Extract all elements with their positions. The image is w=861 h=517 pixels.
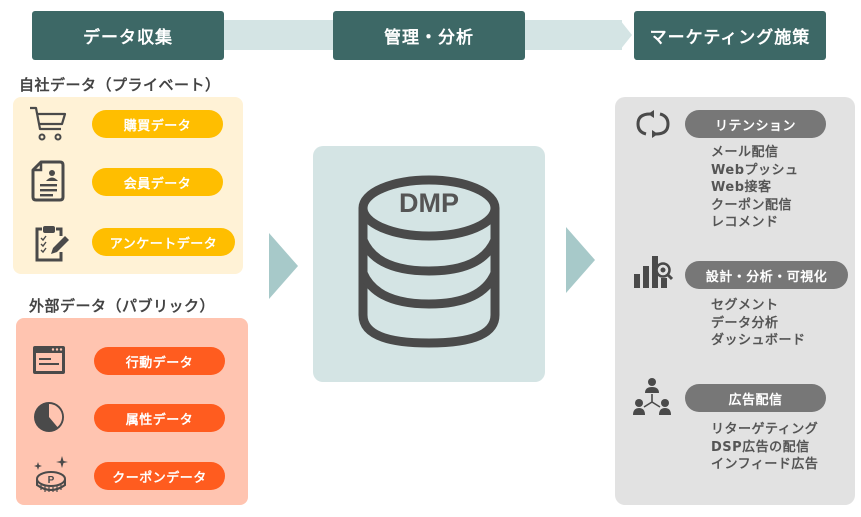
browser-window-icon bbox=[33, 346, 65, 374]
point-coin-icon: P bbox=[34, 456, 68, 492]
retention-item: クーポン配信 bbox=[711, 197, 793, 213]
arrow-to-marketing bbox=[566, 227, 595, 293]
bar-chart-search-icon bbox=[634, 256, 673, 288]
database-icon bbox=[358, 175, 500, 348]
stage-management-analysis: 管理・分析 bbox=[333, 11, 525, 60]
private-data-title: 自社データ（プライベート） bbox=[19, 76, 221, 94]
people-network-icon bbox=[633, 378, 671, 415]
cycle-arrows-icon bbox=[636, 110, 670, 138]
retention-list: メール配信 Webプッシュ Web接客 クーポン配信 レコメンド bbox=[711, 144, 799, 232]
analysis-item: セグメント bbox=[711, 298, 779, 313]
analysis-item: データ分析 bbox=[711, 315, 779, 331]
retention-pill: リテンション bbox=[685, 110, 826, 138]
retention-item: レコメンド bbox=[711, 215, 779, 230]
behavior-data-pill: 行動データ bbox=[94, 347, 225, 375]
member-document-icon bbox=[31, 160, 65, 202]
public-data-title: 外部データ（パブリック） bbox=[29, 297, 216, 315]
ad-delivery-item: DSP広告の配信 bbox=[711, 439, 810, 455]
arrow-to-dmp bbox=[269, 233, 298, 299]
retention-item: Web接客 bbox=[711, 180, 772, 195]
retention-item: Webプッシュ bbox=[711, 162, 799, 178]
flow-connector-tip bbox=[620, 20, 632, 50]
ad-delivery-item: インフィード広告 bbox=[711, 457, 819, 472]
stage-data-collection: データ収集 bbox=[32, 11, 224, 60]
coupon-data-pill: クーポンデータ bbox=[94, 462, 225, 490]
clipboard-checklist-icon bbox=[35, 226, 69, 262]
survey-data-pill: アンケートデータ bbox=[92, 228, 235, 256]
analysis-list: セグメント データ分析 ダッシュボード bbox=[711, 297, 806, 350]
ad-delivery-list: リターゲティング DSP広告の配信 インフィード広告 bbox=[711, 421, 818, 474]
marketing-panel bbox=[615, 97, 855, 505]
attribute-data-pill: 属性データ bbox=[94, 404, 225, 432]
svg-text:P: P bbox=[48, 475, 55, 486]
stage-marketing-measures: マーケティング施策 bbox=[634, 11, 826, 60]
member-data-pill: 会員データ bbox=[92, 168, 223, 196]
shopping-cart-icon bbox=[30, 106, 67, 141]
design-analysis-visualization-pill: 設計・分析・可視化 bbox=[685, 261, 848, 289]
purchase-data-pill: 購買データ bbox=[92, 110, 223, 138]
analysis-item: ダッシュボード bbox=[711, 333, 806, 348]
pie-chart-icon bbox=[34, 402, 64, 432]
dmp-label: DMP bbox=[399, 188, 459, 218]
ad-delivery-item: リターゲティング bbox=[711, 422, 819, 437]
retention-item: メール配信 bbox=[711, 145, 779, 160]
ad-delivery-pill: 広告配信 bbox=[685, 384, 826, 412]
